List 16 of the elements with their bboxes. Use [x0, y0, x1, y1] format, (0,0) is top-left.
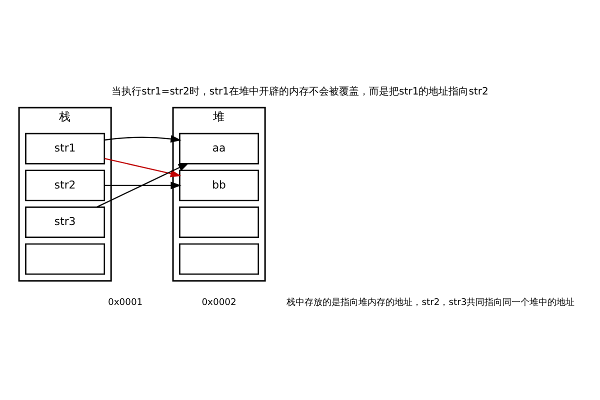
node-box: str2	[25, 169, 106, 201]
node-box: bb	[179, 169, 260, 201]
arrow	[104, 157, 182, 177]
label: 0x0001	[108, 296, 143, 308]
diagram-title: 当执行str1=str2时，str1在堆中开辟的内存不会被覆盖，而是把str1的地址指向str2	[112, 86, 488, 98]
node-box	[179, 206, 260, 238]
label: 0x0002	[202, 296, 236, 308]
label: 栈中存放的是指向堆内存的地址，str2，str3共同指向同一个堆中的地址	[286, 296, 575, 308]
node-box: aa	[179, 132, 260, 164]
node-box	[25, 242, 106, 274]
node-box	[179, 242, 260, 274]
arrow	[104, 134, 182, 142]
arrow	[104, 181, 182, 189]
node-box: str1	[25, 132, 106, 164]
node-box: str3	[25, 206, 106, 238]
arrow	[96, 162, 190, 208]
